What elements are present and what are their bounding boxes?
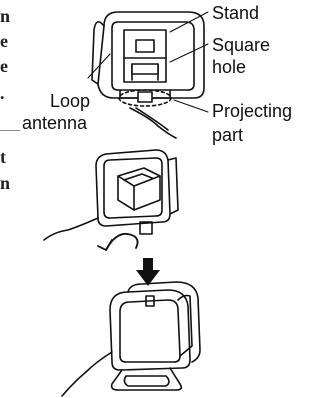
leader-square-hole <box>169 43 209 63</box>
loop-antenna-figure <box>91 11 205 139</box>
label-projecting-part-line2: part <box>212 125 244 145</box>
down-arrow-icon <box>136 258 160 286</box>
clipped-text-line: t <box>0 147 6 167</box>
clipped-text-line: . <box>0 83 5 103</box>
label-stand: Stand <box>212 3 260 23</box>
leader-loop-antenna <box>87 53 111 79</box>
label-projecting-part-line1: Projecting <box>212 101 293 121</box>
clipped-text-line: e <box>0 56 8 76</box>
label-square-hole-line1: Square <box>212 35 271 55</box>
clipped-text-line: e <box>0 31 8 51</box>
label-square-hole-line2: hole <box>212 57 247 77</box>
leader-projecting-part <box>173 99 209 113</box>
label-loop-antenna-line1: Loop <box>50 91 91 111</box>
label-loop-antenna-line2: antenna <box>22 113 88 133</box>
assembled-antenna-figure <box>61 281 201 397</box>
callout-leaders <box>87 11 209 113</box>
divider-rule <box>0 130 20 131</box>
clipped-text-line: n <box>0 6 11 26</box>
clipped-text-line: n <box>0 173 11 193</box>
assembly-step-figure <box>43 149 179 251</box>
leader-stand <box>169 11 209 33</box>
clipped-margin-text: n e e . t n <box>0 0 22 200</box>
